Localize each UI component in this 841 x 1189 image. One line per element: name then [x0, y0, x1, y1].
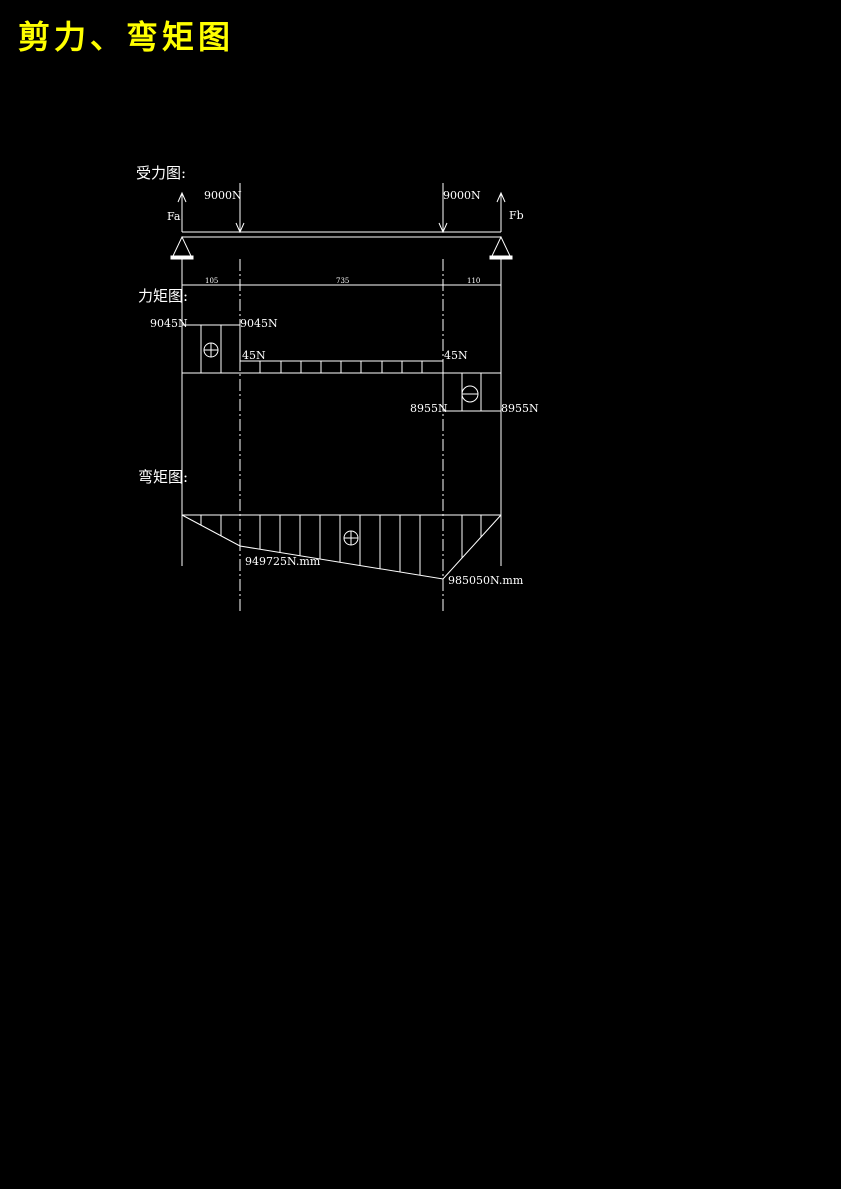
shear-diagram-label: 力矩图: — [138, 287, 188, 305]
moment-hatch — [200, 515, 482, 575]
dimension-3-label: 110 — [467, 277, 480, 285]
support-b — [489, 235, 513, 260]
minus-sign-icon — [461, 385, 479, 403]
reaction-a-label: Fa — [167, 210, 181, 223]
shear-mid-left-label: 45N — [242, 349, 266, 362]
support-a — [170, 235, 194, 260]
shear-right-bottom-left-label: 8955N — [410, 402, 448, 415]
page-title: 剪力、弯矩图 — [18, 18, 235, 56]
moment-1-label: 949725N.mm — [245, 555, 321, 568]
plus-sign-icon — [203, 342, 219, 358]
force-right-label: 9000N — [443, 189, 481, 202]
load-arrow-left — [235, 183, 245, 234]
moment-outline — [181, 514, 502, 580]
shear-mid-right-label: 45N — [444, 349, 468, 362]
moment-2-label: 985050N.mm — [448, 574, 524, 587]
shear-left-top-label: 9045N — [150, 317, 188, 330]
shear-hatch — [200, 325, 482, 411]
dimension-1-label: 105 — [205, 277, 218, 285]
shear-left-top-label-2: 9045N — [240, 317, 278, 330]
dimension-2-label: 735 — [336, 277, 349, 285]
reaction-arrow-b — [496, 191, 506, 232]
reaction-arrow-a — [177, 191, 187, 232]
shear-right-bottom-right-label: 8955N — [501, 402, 539, 415]
force-left-label: 9000N — [204, 189, 242, 202]
load-diagram-label: 受力图: — [136, 164, 186, 182]
moment-plus-sign-icon — [343, 530, 359, 546]
reaction-b-label: Fb — [509, 209, 524, 222]
load-arrow-right — [438, 183, 448, 234]
moment-diagram-label: 弯矩图: — [138, 468, 188, 486]
